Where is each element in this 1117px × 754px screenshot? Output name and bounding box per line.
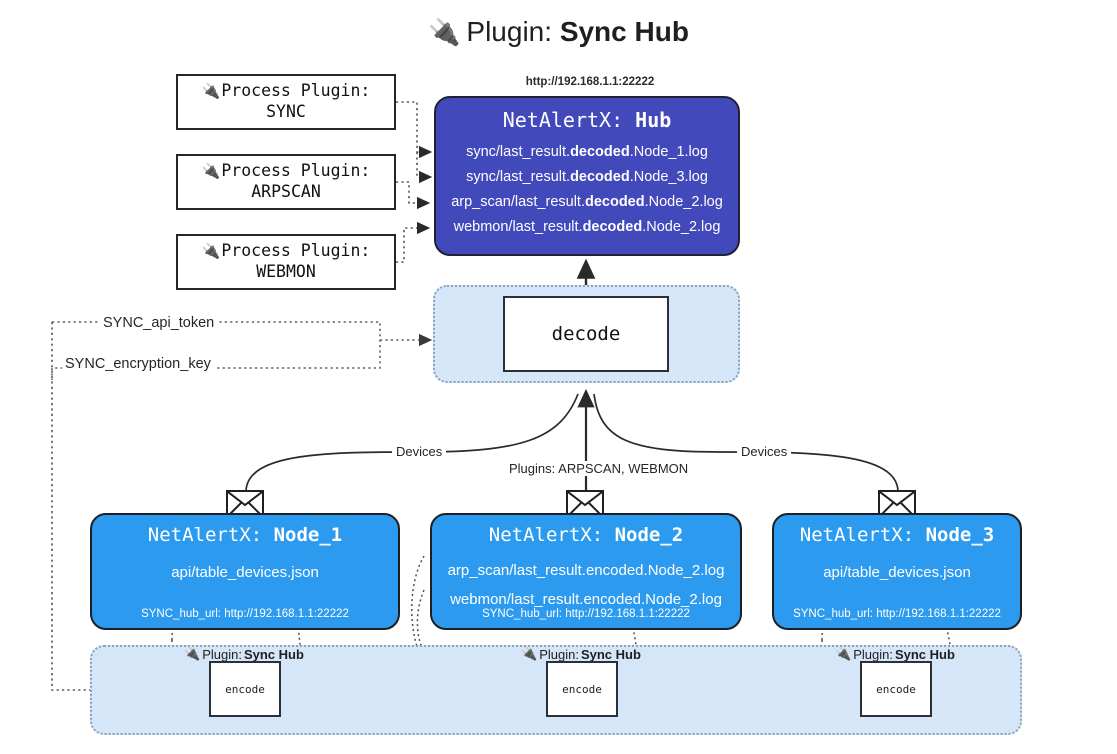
process-plugin-arpscan-heading: 🔌 Process Plugin: — [202, 161, 371, 182]
plugin-label-prefix: Plugin: — [202, 646, 242, 662]
node-1-title: NetAlertX: Node_1 — [148, 524, 342, 546]
encode-box-node-1[interactable]: encode — [209, 661, 281, 717]
hub-logline-3-bold: decoded — [584, 193, 645, 210]
process-plugin-sync-heading: 🔌 Process Plugin: — [202, 81, 371, 102]
encode-box-node-3[interactable]: encode — [860, 661, 932, 717]
hub-logline-2-pre: sync/last_result. — [466, 168, 571, 185]
node-box-node-2[interactable]: NetAlertX: Node_2 arp_scan/last_result.e… — [430, 513, 742, 630]
plug-icon: 🔌 — [201, 162, 221, 181]
hub-logline-1-pre: sync/last_result. — [466, 144, 571, 160]
node-3-title-prefix: NetAlertX: — [799, 524, 926, 546]
process-plugin-arpscan[interactable]: 🔌 Process Plugin: ARPSCAN — [176, 154, 396, 210]
node-2-line-2: webmon/last_result.encoded.Node_2.log — [450, 590, 722, 608]
process-plugin-webmon-value: WEBMON — [256, 262, 316, 281]
edge-label-plugins: Plugins: ARPSCAN, WEBMON — [505, 461, 693, 476]
process-plugin-webmon-heading: 🔌 Process Plugin: — [202, 241, 371, 262]
edge-label-devices-right: Devices — [737, 444, 792, 459]
hub-logline-4: webmon/last_result.decoded.Node_2.log — [454, 215, 721, 240]
process-plugin-arpscan-label: Process Plugin: — [221, 161, 371, 181]
node-box-node-1[interactable]: NetAlertX: Node_1 api/table_devices.json… — [90, 513, 400, 630]
node-1-title-name: Node_1 — [273, 524, 343, 546]
hub-logline-4-pre: webmon/last_result. — [453, 218, 583, 235]
hub-logline-2-bold: decoded — [570, 168, 630, 185]
node-3-title-name: Node_3 — [925, 524, 995, 546]
hub-logline-1-bold: decoded — [570, 144, 630, 160]
hub-logline-4-post: .Node_2.log — [642, 218, 721, 235]
plug-icon: 🔌 — [521, 646, 538, 661]
title-name: Sync Hub — [559, 16, 689, 47]
hub-logline-3-pre: arp_scan/last_result. — [451, 193, 585, 210]
page-title: 🔌Plugin: Sync Hub — [0, 16, 1117, 48]
hub-logline-4-bold: decoded — [582, 218, 643, 235]
node-2-line-1: arp_scan/last_result.encoded.Node_2.log — [447, 562, 725, 579]
plugin-label-node-1: 🔌Plugin: Sync Hub — [184, 646, 304, 662]
plug-icon: 🔌 — [835, 646, 852, 661]
process-plugin-sync-value: SYNC — [266, 102, 306, 121]
plugin-label-node-3: 🔌Plugin: Sync Hub — [835, 646, 955, 662]
plugin-label-prefix: Plugin: — [853, 646, 893, 662]
edge-label-devices-left: Devices — [392, 444, 447, 459]
title-prefix: Plugin: — [466, 16, 560, 47]
process-plugin-webmon-label: Process Plugin: — [221, 241, 371, 261]
hub-title-name: Hub — [635, 108, 672, 132]
decode-box[interactable]: decode — [503, 296, 669, 372]
process-plugin-sync[interactable]: 🔌 Process Plugin: SYNC — [176, 74, 396, 130]
plug-icon: 🔌 — [428, 17, 461, 47]
edge-label-encryption-key: SYNC_encryption_key — [62, 356, 214, 372]
hub-node[interactable]: NetAlertX: Hub sync/last_result.decoded.… — [434, 96, 740, 256]
node-1-line-1: api/table_devices.json — [171, 564, 319, 581]
node-1-hub-url: SYNC_hub_url: http://192.168.1.1:22222 — [141, 608, 349, 620]
plugin-label-name: Sync Hub — [580, 646, 641, 662]
hub-url-label: http://192.168.1.1:22222 — [525, 76, 655, 88]
node-2-title: NetAlertX: Node_2 — [489, 524, 683, 546]
hub-title-prefix: NetAlertX: — [502, 108, 636, 132]
node-3-line-1: api/table_devices.json — [823, 564, 971, 581]
hub-logline-3: arp_scan/last_result.decoded.Node_2.log — [451, 190, 723, 215]
node-3-hub-url: SYNC_hub_url: http://192.168.1.1:22222 — [793, 608, 1001, 620]
plugin-label-name: Sync Hub — [243, 646, 304, 662]
node-2-hub-url: SYNC_hub_url: http://192.168.1.1:22222 — [482, 608, 690, 620]
hub-logline-1: sync/last_result.decoded.Node_1.log — [466, 140, 708, 165]
plugin-label-prefix: Plugin: — [539, 646, 579, 662]
hub-logline-2-post: .Node_3.log — [629, 168, 708, 185]
plugin-label-node-2: 🔌Plugin: Sync Hub — [521, 646, 641, 662]
process-plugin-webmon[interactable]: 🔌 Process Plugin: WEBMON — [176, 234, 396, 290]
node-box-node-3[interactable]: NetAlertX: Node_3 api/table_devices.json… — [772, 513, 1022, 630]
process-plugin-arpscan-value: ARPSCAN — [251, 182, 321, 201]
plugin-label-name: Sync Hub — [894, 646, 955, 662]
process-plugin-sync-label: Process Plugin: — [221, 81, 371, 101]
hub-logline-2: sync/last_result.decoded.Node_3.log — [466, 165, 708, 190]
plug-icon: 🔌 — [184, 646, 201, 661]
hub-logline-3-post: .Node_2.log — [644, 193, 723, 210]
plug-icon: 🔌 — [201, 82, 221, 101]
edge-label-api-token: SYNC_api_token — [100, 315, 218, 331]
encode-box-node-2[interactable]: encode — [546, 661, 618, 717]
hub-logline-1-post: .Node_1.log — [629, 144, 708, 160]
plug-icon: 🔌 — [201, 242, 221, 261]
node-1-title-prefix: NetAlertX: — [147, 524, 274, 546]
hub-title: NetAlertX: Hub — [503, 108, 672, 132]
node-2-title-name: Node_2 — [614, 524, 684, 546]
node-3-title: NetAlertX: Node_3 — [800, 524, 994, 546]
node-2-title-prefix: NetAlertX: — [488, 524, 615, 546]
